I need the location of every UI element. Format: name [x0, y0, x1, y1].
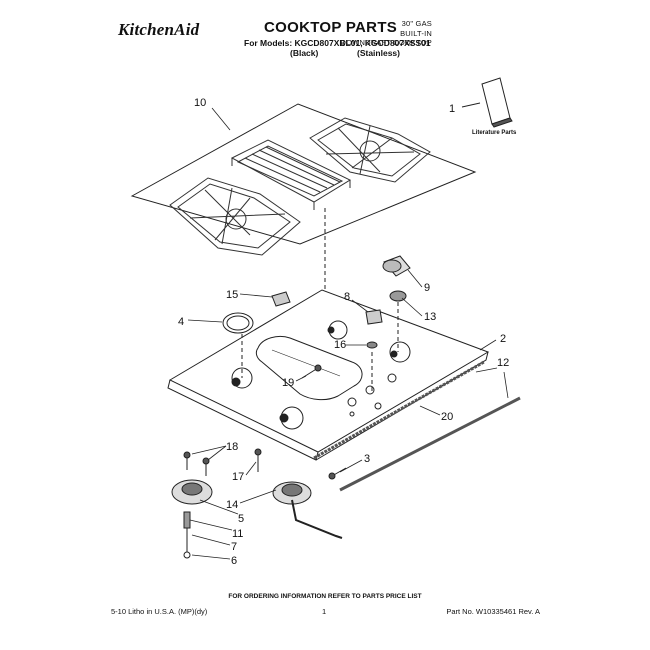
callout-16: 16 [334, 339, 346, 351]
burner-base-right [272, 481, 343, 539]
part-number: Part No. W10335461 Rev. A [446, 607, 540, 616]
left-grate [169, 177, 301, 256]
screws-18 [183, 451, 210, 476]
center-griddle [230, 139, 352, 210]
right-grate [309, 117, 431, 183]
control-knob [382, 255, 411, 277]
screw-19 [301, 364, 322, 379]
print-info: 5-10 Litho in U.S.A. (MP)(dy) [111, 607, 208, 616]
washer [366, 341, 378, 349]
callout-20: 20 [441, 411, 453, 423]
brand-logo: KitchenAid [118, 20, 200, 39]
literature-parts [481, 77, 513, 128]
page-title: COOKTOP PARTS [264, 19, 398, 36]
callout-10: 10 [194, 97, 206, 109]
product-type-line3: DOWNDRAFT COOKTOP [340, 38, 432, 47]
ordering-info: FOR ORDERING INFORMATION REFER TO PARTS … [228, 593, 422, 600]
callout-19: 19 [282, 377, 294, 389]
screw-3 [328, 467, 347, 480]
callout-8: 8 [344, 291, 350, 303]
callout-18: 18 [226, 441, 238, 453]
product-type-line1: 30" GAS [401, 19, 432, 28]
trim-strip [339, 396, 521, 492]
callout-15: 15 [226, 289, 238, 301]
callout-6: 6 [231, 555, 237, 567]
finish-stainless: (Stainless) [357, 48, 400, 58]
callout-14: 14 [226, 499, 238, 511]
callout-1: 1 [449, 103, 455, 115]
callout-7: 7 [231, 541, 237, 553]
literature-parts-label: Literature Parts [472, 130, 517, 136]
cooktop-body [167, 289, 490, 461]
page-number: 1 [322, 607, 327, 616]
burner-ring [222, 312, 254, 334]
finish-black: (Black) [290, 48, 319, 58]
grate-assembly-box [130, 103, 477, 245]
callout-3: 3 [364, 453, 370, 465]
callout-12: 12 [497, 357, 509, 369]
callout-numbers: 10 1 2 12 3 4 5 6 7 8 9 11 13 14 15 16 1… [178, 97, 509, 567]
model-numbers: For Models: KGCD807XBL01, KGCD807XSS01 [244, 38, 431, 48]
callout-13: 13 [424, 311, 436, 323]
burner-base-left [171, 479, 213, 505]
callout-11: 11 [232, 528, 243, 540]
screw-17 [254, 448, 262, 472]
callout-4: 4 [178, 316, 184, 328]
valve-knob [365, 309, 383, 325]
callout-5: 5 [238, 513, 244, 525]
clip [271, 291, 291, 307]
gasket-strip [313, 360, 485, 460]
callout-2: 2 [500, 333, 506, 345]
callout-9: 9 [424, 282, 430, 294]
igniter-assembly [183, 511, 191, 559]
callout-17: 17 [232, 471, 244, 483]
product-type-line2: BUILT-IN [400, 29, 432, 38]
leader-lines [187, 107, 509, 560]
